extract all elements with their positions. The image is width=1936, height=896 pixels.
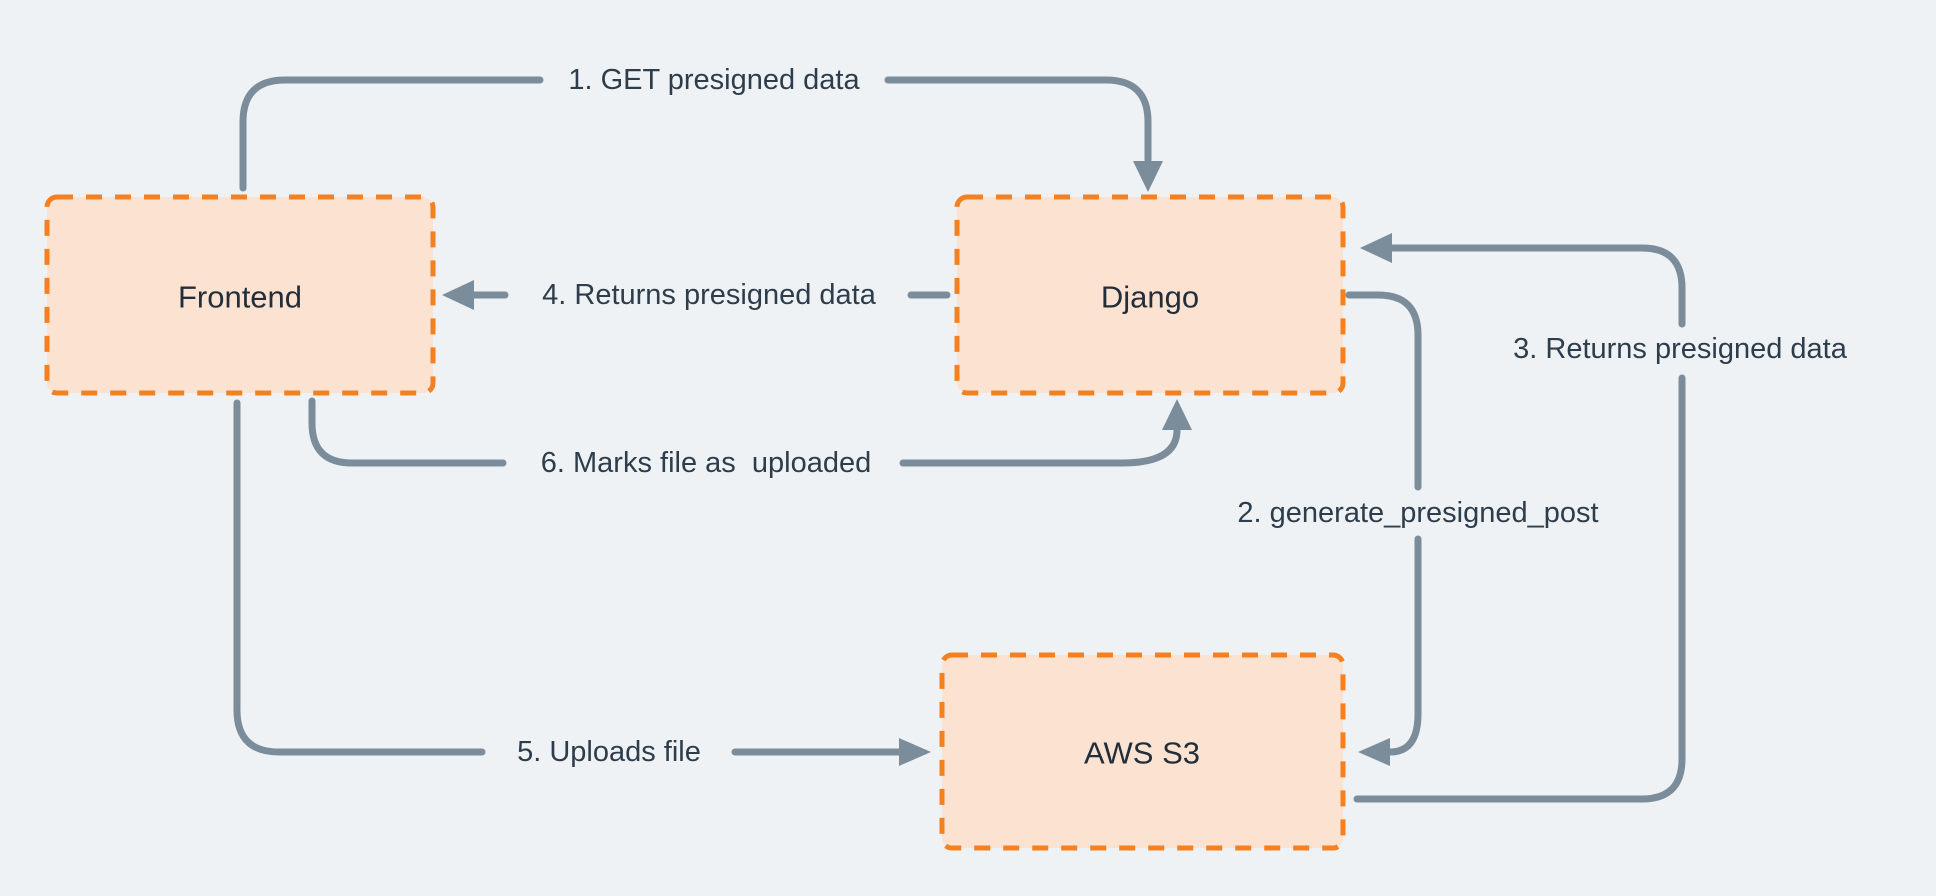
edge-1-arrowhead-icon [1133,161,1163,192]
edge-4-arrowhead-icon [442,280,474,310]
node-frontend-label: Frontend [178,280,302,315]
edge-returns-presigned-data-to-django: 3. Returns presigned data [1353,233,1852,803]
edge-1-line [239,76,1152,192]
edge-2-arrowhead-icon [1358,738,1390,766]
edge-2-line [1345,291,1422,756]
node-django-box [954,194,1346,396]
edge-6-arrowhead-icon [1162,399,1192,430]
node-aws-s3-label: AWS S3 [1084,736,1200,771]
edge-get-presigned-data: 1. GET presigned data [239,60,1163,192]
edge-2-label: 2. generate_presigned_post [1237,497,1598,529]
node-django-label: Django [1101,280,1199,315]
edge-5-label: 5. Uploads file [517,736,701,768]
edge-6-label: 6. Marks file as uploaded [541,447,871,479]
edge-marks-file-uploaded: 6. Marks file as uploaded [308,397,1192,483]
edge-3-arrowhead-icon [1360,233,1392,263]
edge-1-label: 1. GET presigned data [568,64,860,96]
edge-3-line [1353,244,1686,803]
edge-5-arrowhead-icon [899,738,931,766]
node-aws-s3: AWS S3 [939,652,1346,851]
node-frontend-box [44,194,436,396]
node-django: Django [954,194,1346,396]
edge-5-line [233,399,903,756]
node-frontend: Frontend [44,194,436,396]
edge-4-label: 4. Returns presigned data [542,279,877,311]
edge-6-line [308,397,1181,467]
edge-generate-presigned-post: 2. generate_presigned_post [1233,291,1603,766]
node-aws-s3-box [939,652,1346,851]
edge-uploads-file: 5. Uploads file [233,399,931,772]
edge-3-label: 3. Returns presigned data [1513,333,1848,365]
edge-returns-presigned-data-to-frontend: 4. Returns presigned data [442,275,951,315]
